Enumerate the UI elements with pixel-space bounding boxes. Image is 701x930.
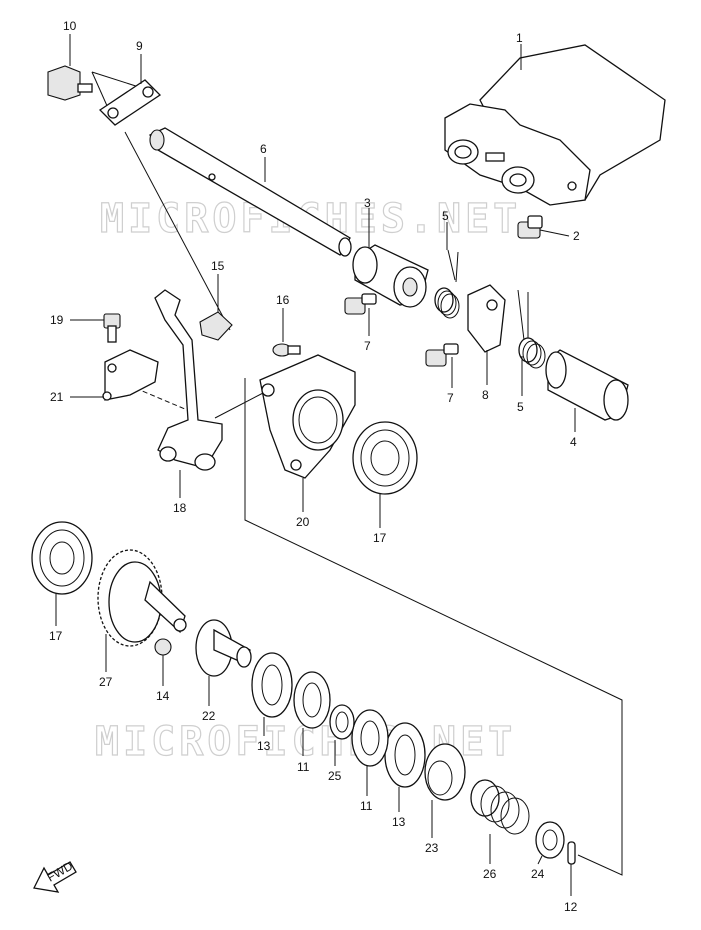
- part-21-bracket: [102, 349, 159, 401]
- leader-lines: [55, 34, 576, 896]
- callout-19: 19: [50, 313, 64, 327]
- callout-2: 2: [573, 229, 580, 243]
- part-4-cylinder: [545, 349, 629, 421]
- part-23-cap: [424, 743, 466, 801]
- callout-18: 18: [173, 501, 187, 515]
- callout-25: 25: [328, 769, 342, 783]
- part-13-bearing-upper: [251, 652, 293, 718]
- part-10-bolt: [47, 65, 93, 101]
- callout-21: 21: [50, 390, 64, 404]
- part-11-washer-upper: [293, 671, 331, 729]
- part-14-ball: [154, 638, 172, 656]
- callout-1: 1: [516, 31, 523, 45]
- part-19-screw: [103, 313, 121, 343]
- callout-16: 16: [276, 293, 290, 307]
- part-8-lever: [467, 284, 506, 353]
- part-17-bearing-right: [352, 421, 418, 495]
- callout-13-lower: 13: [392, 815, 406, 829]
- callout-11-upper: 11: [297, 760, 310, 774]
- callout-11-lower: 11: [360, 799, 373, 813]
- part-27-gear: [97, 549, 187, 647]
- callout-22: 22: [202, 709, 216, 723]
- part-13-bearing-lower: [384, 722, 426, 788]
- part-11-washer-lower: [351, 709, 389, 767]
- callout-6: 6: [260, 142, 267, 156]
- callout-14: 14: [156, 689, 170, 703]
- part-15-clip: [199, 311, 233, 341]
- callout-8: 8: [482, 388, 489, 402]
- part-25-collar: [329, 704, 355, 740]
- part-9-plate: [98, 79, 162, 126]
- callout-13-upper: 13: [257, 739, 271, 753]
- part-24-circlip: [535, 821, 565, 859]
- part-3-sleeve: [352, 244, 429, 308]
- part-2-screw: [517, 215, 543, 239]
- callout-10: 10: [63, 19, 77, 33]
- part-7-bolt-lower: [425, 343, 459, 367]
- callout-17-right: 17: [373, 531, 387, 545]
- part-16-screw: [272, 343, 301, 357]
- callout-numbers: 1 2 3 4 5 5 6 7 7 8 9 10 11 11 12 13 13 …: [49, 19, 580, 914]
- part-18-arm: [154, 289, 223, 471]
- part-7-bolt-upper: [344, 293, 377, 315]
- fwd-arrow-icon: FWD: [33, 859, 77, 893]
- part-17-bearing-left: [31, 521, 93, 595]
- callout-7-upper: 7: [364, 339, 371, 353]
- callout-23: 23: [425, 841, 439, 855]
- callout-24: 24: [531, 867, 545, 881]
- callout-26: 26: [483, 867, 497, 881]
- part-22-guide: [195, 619, 252, 677]
- callout-27: 27: [99, 675, 113, 689]
- part-5-spring-lower: [517, 289, 546, 369]
- callout-12: 12: [564, 900, 578, 914]
- part-6-shaft: [149, 127, 352, 257]
- part-12-pin: [567, 841, 576, 865]
- callout-17-left: 17: [49, 629, 63, 643]
- part-5-spring-upper: [434, 249, 460, 319]
- callout-9: 9: [136, 39, 143, 53]
- callout-5-upper: 5: [442, 209, 449, 223]
- part-26-spring: [470, 779, 530, 835]
- callout-3: 3: [364, 196, 371, 210]
- callout-7-lower: 7: [447, 391, 454, 405]
- part-1-housing: [444, 44, 666, 206]
- callout-20: 20: [296, 515, 310, 529]
- callout-15: 15: [211, 259, 225, 273]
- part-20-plate: [259, 354, 356, 479]
- callout-5-lower: 5: [517, 400, 524, 414]
- callout-4: 4: [570, 435, 577, 449]
